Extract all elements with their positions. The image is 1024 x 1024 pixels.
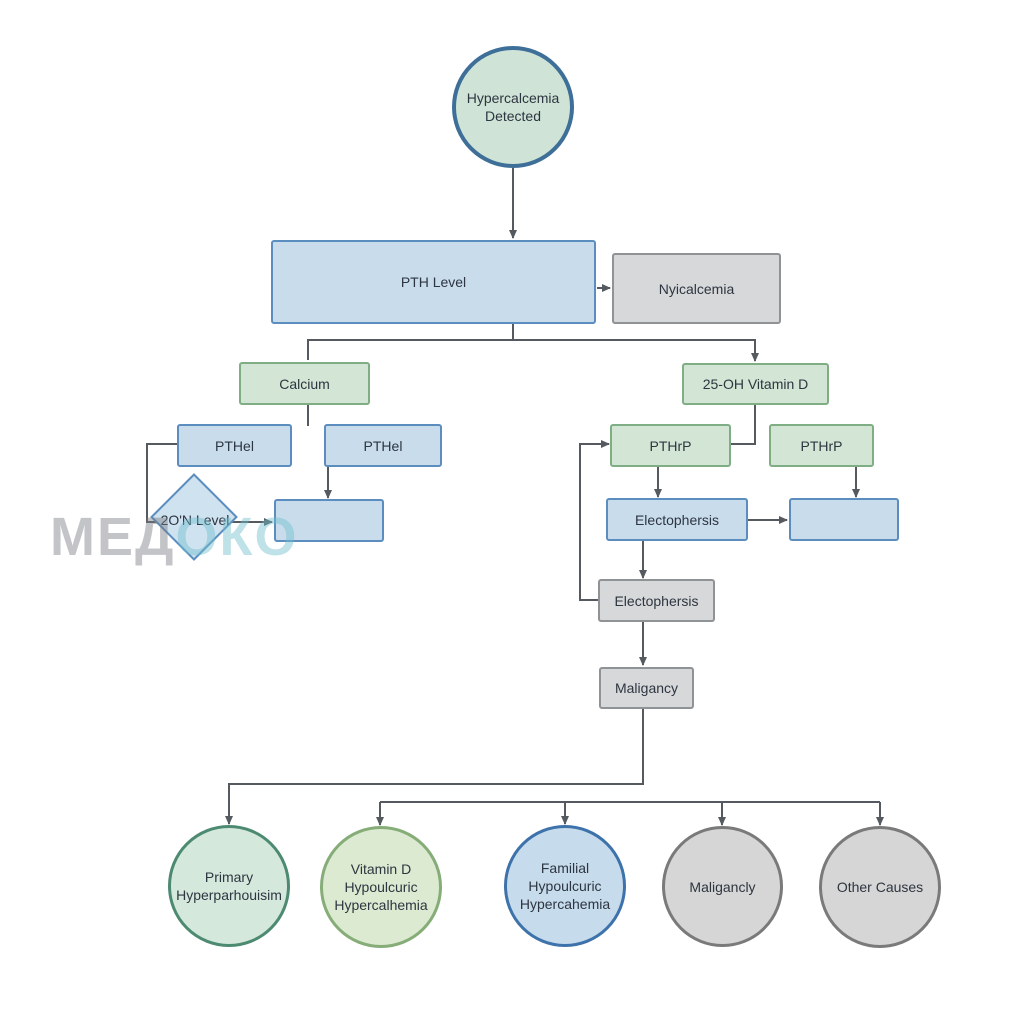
pthel-box-right: PTHel: [324, 424, 442, 467]
outcome-other-causes: Other Causes: [819, 826, 941, 948]
electrophoresis-box-2: Electophersis: [598, 579, 715, 622]
outcome-maligancy: Maligancly: [662, 826, 783, 947]
electrophoresis-box-1: Electophersis: [606, 498, 748, 541]
edge-loop-electro2-to-pthrp: [579, 440, 610, 601]
outcome-label: Vitamin D Hypoulcuric Hypercalhemia: [334, 861, 428, 913]
maligancy-label: Maligancy: [614, 680, 679, 696]
outcome-label: Familial Hypoulcuric Hypercahemia: [519, 860, 611, 912]
maligancy-box: Maligancy: [599, 667, 694, 709]
pthrp-left-label: PTHrP: [649, 437, 692, 454]
outcome-label: Maligancly: [689, 878, 756, 895]
edge-pthel-left-loop: [146, 443, 178, 523]
pthrp-box-left: PTHrP: [610, 424, 731, 467]
nyicalcemia-label: Nyicalcemia: [658, 280, 735, 297]
level-decision-label: 2O'N Level: [160, 511, 230, 528]
edge-vitd-down: [730, 404, 756, 445]
start-node-label: Hypercalcemia Detected: [466, 90, 560, 124]
pthel-box-left: PTHel: [177, 424, 292, 467]
calcium-label: Calcium: [279, 375, 330, 392]
nyicalcemia-box: Nyicalcemia: [612, 253, 781, 324]
vitamin-d-label: 25-OH Vitamin D: [702, 376, 809, 392]
pth-level-box: PTH Level: [271, 240, 596, 324]
edge-pth-to-vitd: [513, 339, 759, 362]
edge-maligancy-down: [225, 708, 644, 825]
electrophoresis-1-label: Electophersis: [634, 511, 720, 528]
pthel-left-label: PTHel: [215, 437, 254, 454]
start-node-hypercalcemia: Hypercalcemia Detected: [452, 46, 574, 168]
blank-result-box-right: [789, 498, 899, 541]
pthrp-box-right: PTHrP: [769, 424, 874, 467]
pth-level-label: PTH Level: [400, 274, 467, 290]
pthel-right-label: PTHel: [363, 437, 403, 454]
outcome-primary-hyperparathyroidism: Primary Hyperparhouisim: [168, 825, 290, 947]
calcium-box: Calcium: [239, 362, 370, 405]
edge-pth-split: [307, 324, 514, 360]
outcome-label: Other Causes: [836, 879, 924, 895]
outcome-label: Primary Hyperparhouisim: [176, 869, 282, 903]
outcome-familial: Familial Hypoulcuric Hypercahemia: [504, 825, 626, 947]
vitamin-d-box: 25-OH Vitamin D: [682, 363, 829, 405]
outcome-vitamin-d: Vitamin D Hypoulcuric Hypercalhemia: [320, 826, 442, 948]
electrophoresis-2-label: Electophersis: [614, 592, 699, 609]
pthrp-right-label: PTHrP: [800, 437, 843, 454]
blank-result-box-left: [274, 499, 384, 542]
